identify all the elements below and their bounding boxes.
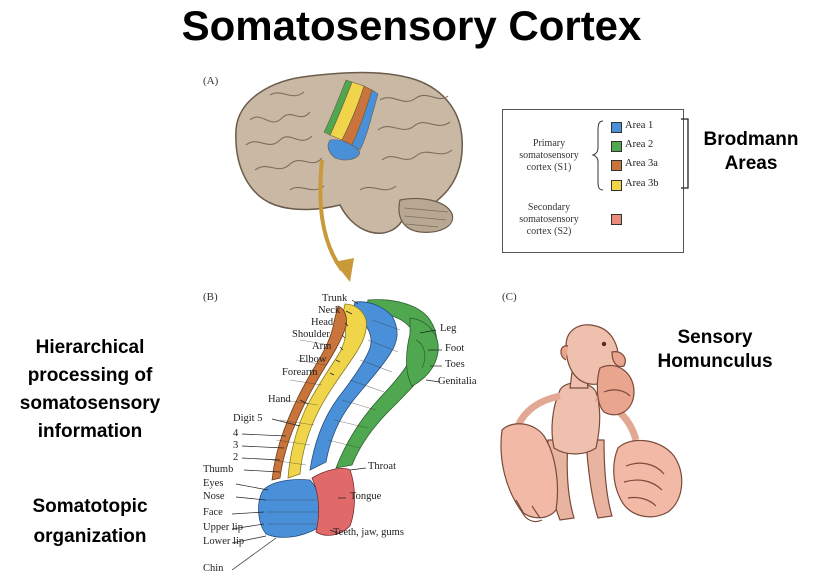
body-label-face: Face: [203, 507, 223, 518]
somato-line-1: Somatotopic: [32, 496, 148, 517]
body-label-hand: Hand: [268, 394, 291, 405]
legend-swatch-area-3a: [611, 160, 622, 171]
hier-line-4: information: [37, 421, 143, 442]
body-label-eyes: Eyes: [203, 478, 224, 489]
body-label-digit-5: Digit 5: [233, 413, 263, 424]
homunculus-line-1: Sensory: [677, 327, 753, 348]
body-label-thumb: Thumb: [203, 464, 234, 475]
body-label-upper-lip: Upper lip: [203, 522, 243, 533]
body-label-throat: Throat: [368, 461, 396, 472]
homunculus-line-2: Homunculus: [657, 351, 773, 372]
body-label-digit-3: 3: [233, 440, 239, 451]
hierarchical-processing-label: Hierarchical processing of somatosensory…: [4, 334, 176, 446]
body-label-forearm: Forearm: [282, 367, 318, 378]
legend-secondary-line-1: Secondary: [527, 202, 571, 213]
body-label-trunk: Trunk: [322, 293, 348, 304]
body-label-genitalia: Genitalia: [438, 376, 477, 387]
legend-secondary-label: Secondary somatosensory cortex (S2): [513, 202, 585, 238]
body-label-digit-4: 4: [233, 428, 239, 439]
label-leaders: [231, 299, 442, 571]
body-label-arm: Arm: [312, 341, 332, 352]
body-label-tongue: Tongue: [350, 491, 382, 502]
brodmann-line-2: Areas: [724, 153, 778, 174]
body-label-neck: Neck: [318, 305, 341, 316]
somato-line-2: organization: [33, 526, 147, 547]
sensory-homunculus-label: Sensory Homunculus: [645, 326, 785, 374]
brodmann-line-1: Brodmann: [703, 129, 799, 150]
hier-line-2: processing of: [27, 365, 153, 386]
cortex-strip-illustration: [258, 299, 439, 538]
body-label-elbow: Elbow: [299, 354, 327, 365]
legend-swatch-area-3b: [611, 180, 622, 191]
page-title: Somatosensory Cortex: [181, 2, 642, 49]
body-label-head: Head: [311, 317, 334, 328]
body-label-leg: Leg: [440, 323, 457, 334]
legend-label-area-3a: Area 3a: [625, 158, 658, 169]
body-label-nose: Nose: [203, 491, 225, 502]
body-label-toes: Toes: [445, 359, 465, 370]
body-label-teeth-jaw-gums: Teeth, jaw, gums: [333, 527, 404, 538]
brain-illustration: [235, 71, 464, 234]
legend-label-area-1: Area 1: [625, 120, 654, 131]
panel-c-letter: (C): [502, 291, 517, 303]
legend-label-area-2: Area 2: [625, 139, 654, 150]
legend-secondary-line-3: cortex (S2): [526, 226, 572, 237]
body-label-chin: Chin: [203, 563, 224, 574]
body-label-lower-lip: Lower lip: [203, 536, 245, 547]
body-label-digit-2: 2: [233, 452, 239, 463]
homunculus-illustration: [500, 324, 683, 523]
body-label-foot: Foot: [445, 343, 465, 354]
legend-primary-line-2: somatosensory: [519, 150, 579, 161]
legend-primary-line-3: cortex (S1): [526, 162, 572, 173]
hier-line-1: Hierarchical: [35, 337, 145, 358]
legend-swatch-s2: [611, 214, 622, 225]
legend-label-area-3b: Area 3b: [625, 178, 659, 189]
legend-swatch-area-2: [611, 141, 622, 152]
panel-a-letter: (A): [203, 75, 219, 87]
somatotopic-organization-label: Somatotopic organization: [4, 492, 176, 552]
legend-primary-line-1: Primary: [532, 138, 566, 149]
legend-primary-label: Primary somatosensory cortex (S1): [513, 138, 585, 174]
legend-secondary-line-2: somatosensory: [519, 214, 579, 225]
arrow-line: [318, 159, 344, 272]
arrow-head: [334, 258, 354, 282]
brodmann-areas-label: Brodmann Areas: [696, 128, 806, 176]
hier-line-3: somatosensory: [19, 393, 161, 414]
body-label-shoulder: Shoulder: [292, 329, 330, 340]
legend-swatch-area-1: [611, 122, 622, 133]
panel-b-letter: (B): [203, 291, 218, 303]
